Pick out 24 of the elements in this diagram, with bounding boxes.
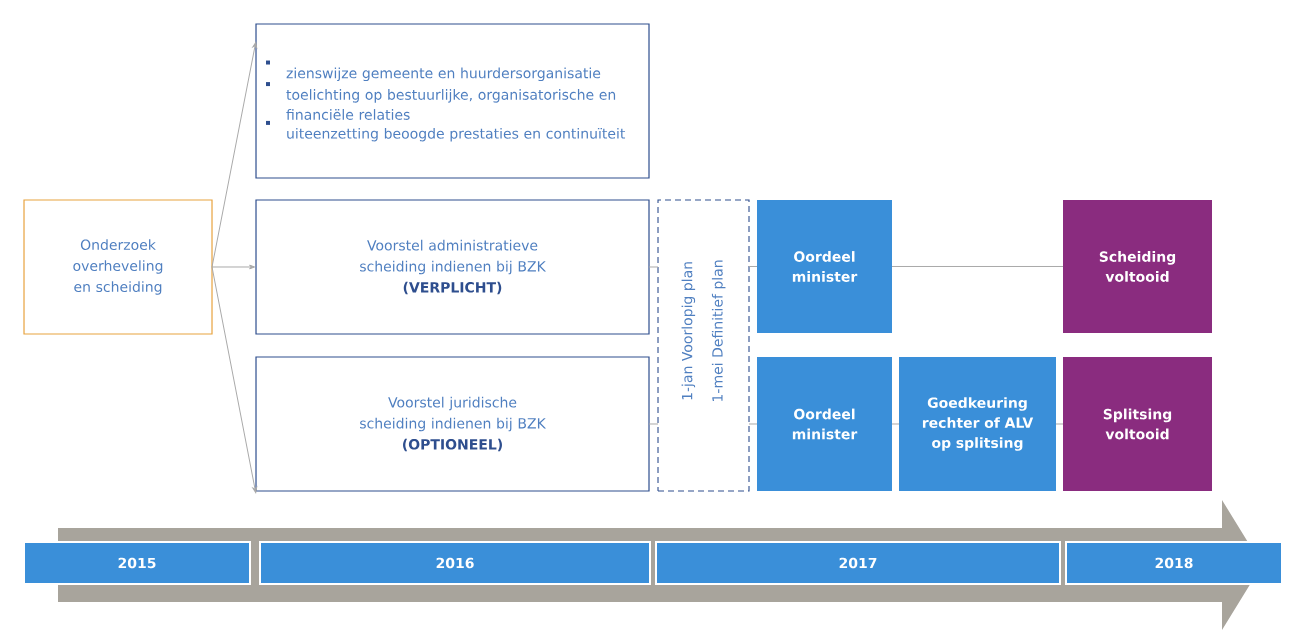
connector-line (891, 266, 1064, 267)
step-box: Oordeel minister (757, 200, 892, 333)
year-band: 2018 (1065, 541, 1283, 585)
connector-line (648, 423, 659, 425)
arrow (211, 266, 258, 494)
step-box: Oordeel minister (757, 357, 892, 491)
process-box: Voorstel juridische scheiding indienen bij BZK (OPTIONEEL) (255, 356, 650, 492)
result-box: Splitsing voltooid (1063, 357, 1212, 491)
connector-line (1055, 423, 1064, 425)
connector-line (891, 423, 900, 425)
year-band: 2015 (23, 541, 251, 585)
year-band: 2016 (259, 541, 651, 585)
milestone-box: 1-jan Voorlopig plan 1-mei Definitief plan (657, 199, 750, 492)
connector-line (648, 266, 659, 268)
connector-line (748, 266, 758, 267)
arrow (211, 41, 258, 268)
bullet-list-box: zienswijze gemeente en huurdersorganisatie toelichting op bestuurlijke, organisatorische en financiële relaties uiteenzetting beoogde prestaties en continuïteit (255, 23, 650, 179)
process-box: Voorstel administratieve scheiding indienen bij BZK (VERPLICHT) (255, 199, 650, 335)
result-box: Scheiding voltooid (1063, 200, 1212, 333)
connector-line (748, 423, 758, 425)
arrow (211, 264, 256, 270)
year-band: 2017 (655, 541, 1061, 585)
process-box: Onderzoek overheveling en scheiding (23, 199, 213, 335)
step-box: Goedkeuring rechter of ALV op splitsing (899, 357, 1056, 491)
